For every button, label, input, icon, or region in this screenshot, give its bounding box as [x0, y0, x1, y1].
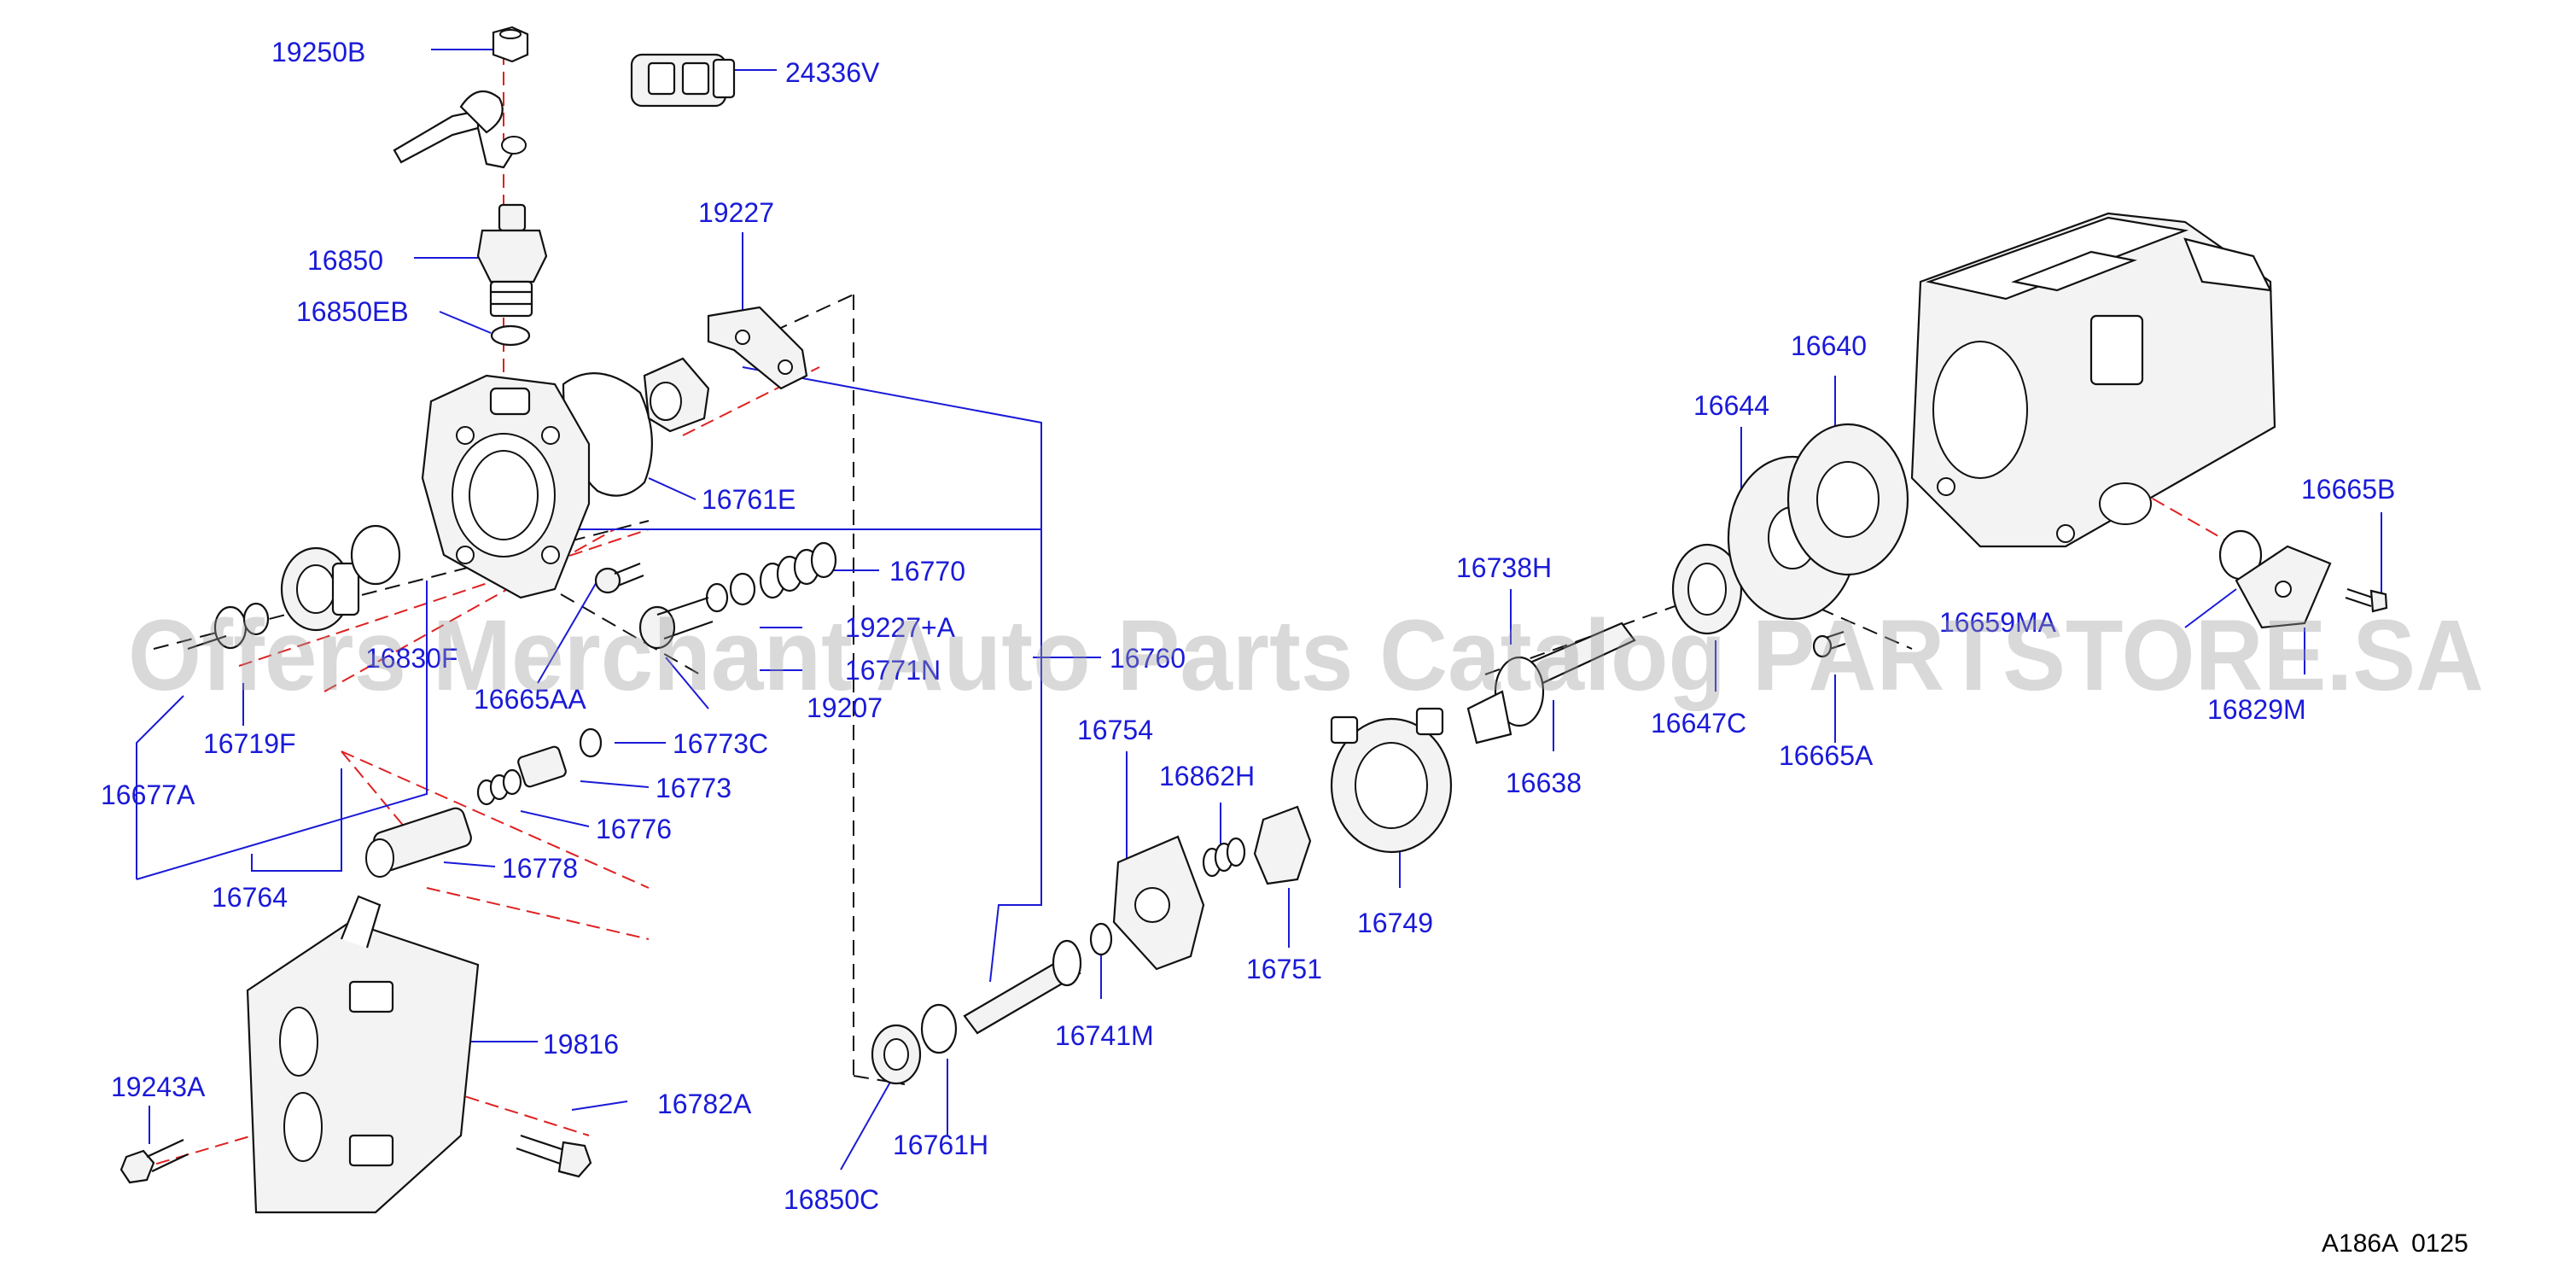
label-16659MA[interactable]: 16659MA — [1939, 607, 2057, 638]
label-16850C[interactable]: 16850C — [784, 1184, 879, 1215]
label-16741M[interactable]: 16741M — [1055, 1020, 1154, 1051]
coupling-16751 — [1253, 805, 1312, 885]
label-16665A[interactable]: 16665A — [1779, 740, 1874, 771]
label-16665B[interactable]: 16665B — [2301, 474, 2395, 505]
label-16850[interactable]: 16850 — [307, 245, 383, 276]
drive-shaft-16760 — [963, 939, 1082, 1035]
label-19227[interactable]: 19227 — [698, 197, 774, 228]
label-16738H[interactable]: 16738H — [1456, 552, 1552, 583]
label-16776[interactable]: 16776 — [596, 814, 672, 844]
label-16644[interactable]: 16644 — [1693, 390, 1769, 421]
label-16749[interactable]: 16749 — [1357, 908, 1433, 938]
oring-16850EB — [490, 324, 531, 347]
label-19250B[interactable]: 19250B — [271, 37, 365, 67]
screw-16665A — [1812, 630, 1846, 658]
cover-plate-19227 — [707, 306, 808, 390]
cover-16829M — [2235, 545, 2332, 629]
label-16761H[interactable]: 16761H — [893, 1130, 988, 1160]
label-16647C[interactable]: 16647C — [1651, 708, 1746, 739]
label-16677A[interactable]: 16677A — [101, 779, 195, 810]
washer-16761H — [920, 1003, 958, 1054]
spring-16862H — [1202, 837, 1246, 878]
label-16782A[interactable]: 16782A — [657, 1089, 752, 1119]
wire-bracket — [393, 90, 527, 169]
label-16778[interactable]: 16778 — [502, 853, 578, 884]
label-16754[interactable]: 16754 — [1077, 715, 1153, 745]
bracket-cover-19816 — [246, 895, 480, 1214]
piston-16778 — [365, 807, 472, 878]
label-16773[interactable]: 16773 — [656, 773, 731, 803]
washer-16741M — [1089, 922, 1113, 956]
label-16638[interactable]: 16638 — [1506, 768, 1582, 798]
fitting-16677A — [187, 602, 270, 651]
cam-plate-16754 — [1112, 835, 1205, 971]
nut-19250B — [492, 26, 529, 63]
valve-19207 — [638, 596, 714, 650]
label-19227A[interactable]: 19227+A — [845, 612, 956, 643]
spring-16776 — [476, 768, 522, 806]
label-19243A[interactable]: 19243A — [111, 1071, 206, 1102]
cap-16850C — [871, 1024, 922, 1085]
spring-16770 — [759, 541, 837, 599]
label-16770[interactable]: 16770 — [889, 556, 965, 587]
label-16760[interactable]: 16760 — [1110, 643, 1186, 674]
pump-housing — [1910, 212, 2276, 548]
roller-ring-16749 — [1330, 707, 1453, 854]
label-19207[interactable]: 19207 — [807, 692, 883, 723]
cam-disc-16640 — [1786, 423, 1909, 576]
plug-16719F — [280, 546, 360, 632]
label-16665AA[interactable]: 16665AA — [474, 684, 586, 715]
label-16773C[interactable]: 16773C — [673, 728, 768, 759]
watermark-text: Offers Merchant Auto Parts Catalog PARTS… — [128, 599, 2484, 712]
distributor-head-housing — [421, 374, 591, 599]
bolt-19243A — [119, 1139, 189, 1184]
label-19816[interactable]: 19816 — [543, 1029, 619, 1060]
label-16862H[interactable]: 16862H — [1159, 761, 1255, 791]
bolt-16665B — [2345, 587, 2388, 613]
solenoid-16850 — [476, 203, 548, 318]
connector-24336V — [630, 53, 736, 108]
oring-16719F — [350, 524, 401, 586]
part-drawings — [119, 26, 2388, 1214]
label-16850EB[interactable]: 16850EB — [296, 296, 409, 327]
label-16719F[interactable]: 16719F — [203, 728, 296, 759]
label-16751[interactable]: 16751 — [1246, 954, 1322, 984]
part-labels: 19250B 24336V 16850 16850EB 19227 16761E… — [101, 37, 2395, 1215]
label-16771N[interactable]: 16771N — [845, 655, 941, 686]
bolt-16782A — [516, 1134, 592, 1178]
screw-16665AA — [594, 562, 644, 594]
spacer-16773 — [517, 745, 567, 788]
label-16640[interactable]: 16640 — [1791, 330, 1867, 361]
washer-16771N — [729, 572, 756, 606]
label-16829M[interactable]: 16829M — [2207, 694, 2306, 725]
label-16764[interactable]: 16764 — [212, 882, 288, 913]
oring-16773C — [579, 727, 603, 758]
shaft-16638 — [1466, 622, 1636, 744]
label-16761E[interactable]: 16761E — [702, 484, 796, 515]
diagram-code: A186A 0125 — [2322, 1229, 2468, 1258]
label-24336V[interactable]: 24336V — [785, 57, 880, 88]
ring-16647C — [1671, 543, 1743, 635]
sleeve-19227 — [643, 357, 710, 433]
label-16830F[interactable]: 16830F — [365, 643, 458, 674]
